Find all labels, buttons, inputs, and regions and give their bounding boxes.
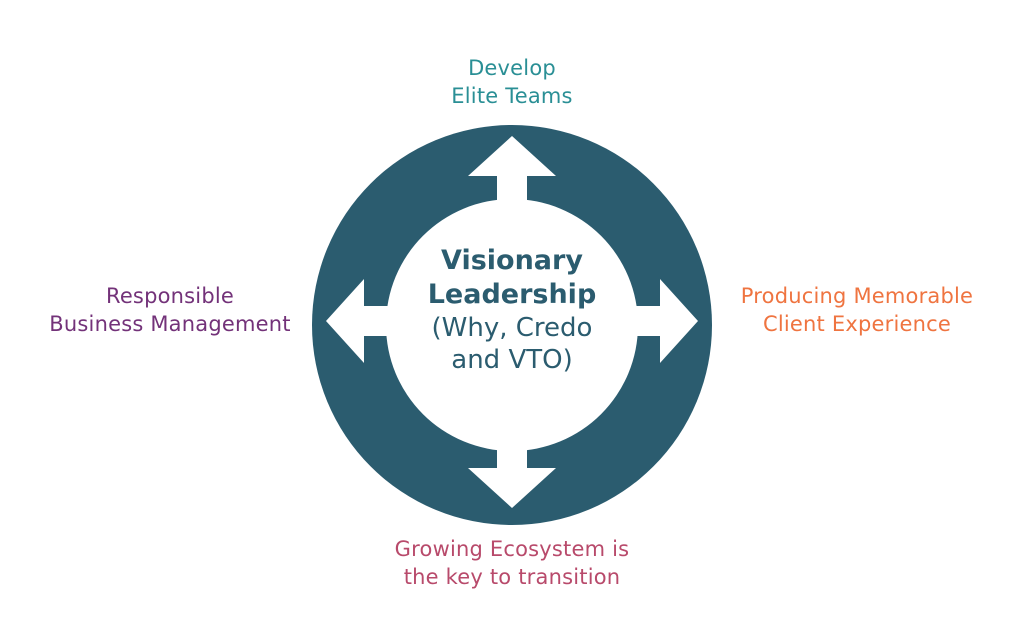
label-responsible-business-management: Responsible Business Management <box>30 282 310 338</box>
center-text: Visionary Leadership (Why, Credo and VTO… <box>412 244 612 376</box>
label-right-line1: Producing Memorable <box>740 284 974 308</box>
label-right-line2: Client Experience <box>763 312 951 336</box>
label-top-line1: Develop <box>468 56 556 80</box>
label-bottom-line2: the key to transition <box>403 565 621 589</box>
center-title-line1: Visionary <box>441 245 583 276</box>
center-title-line2: Leadership <box>427 279 597 310</box>
label-develop-elite-teams: Develop Elite Teams <box>412 54 612 110</box>
inner-circle <box>386 199 638 451</box>
label-left-line2: Business Management <box>49 312 291 336</box>
label-producing-memorable-client-experience: Producing Memorable Client Experience <box>720 282 994 338</box>
center-title: Visionary Leadership <box>412 244 612 312</box>
arrow-right-icon <box>628 279 698 363</box>
label-bottom-line1: Growing Ecosystem is <box>394 537 630 561</box>
label-left-line1: Responsible <box>105 284 235 308</box>
center-subtitle-line2: and VTO) <box>451 345 573 375</box>
center-subtitle-line1: (Why, Credo <box>431 313 593 343</box>
center-subtitle: (Why, Credo and VTO) <box>412 312 612 376</box>
arrow-down-icon <box>468 440 556 508</box>
label-top-line2: Elite Teams <box>451 84 573 108</box>
arrow-up-icon <box>468 136 556 212</box>
arrow-left-icon <box>326 279 396 363</box>
label-growing-ecosystem: Growing Ecosystem is the key to transiti… <box>352 535 672 591</box>
